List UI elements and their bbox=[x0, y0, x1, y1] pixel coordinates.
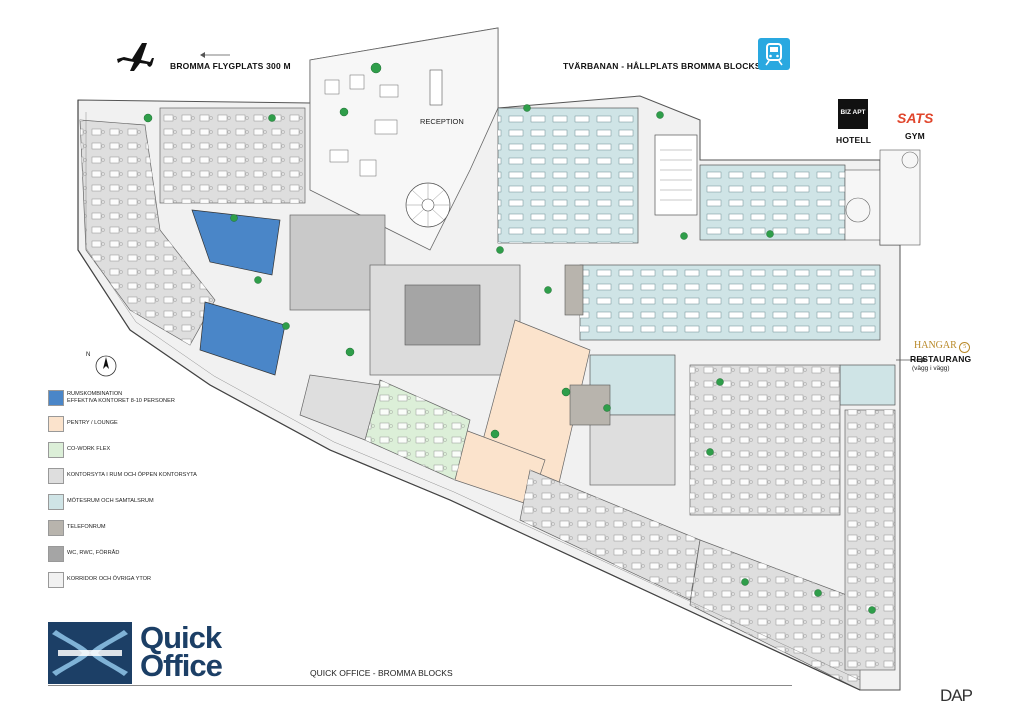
restaurant-logo: HANGAR 5 bbox=[914, 340, 971, 353]
legend-text: WC, RWC, FÖRRÅD bbox=[67, 550, 120, 556]
spiral-staircase bbox=[405, 182, 451, 228]
legend-swatch bbox=[48, 494, 64, 510]
legend-swatch bbox=[48, 468, 64, 484]
restaurant-logo-text: HANGAR bbox=[914, 340, 957, 351]
airport-label: BROMMA FLYGPLATS 300 M bbox=[170, 61, 291, 71]
room-combination-south bbox=[199, 301, 286, 376]
room-combination-north bbox=[191, 209, 281, 276]
tram-icon bbox=[758, 38, 790, 70]
direction-arrow-east bbox=[896, 351, 926, 363]
legend-swatch bbox=[48, 442, 64, 458]
hotel-logo: BIZ APT bbox=[838, 99, 868, 129]
legend-item: WC, RWC, FÖRRÅD bbox=[48, 546, 328, 562]
footer-divider bbox=[48, 685, 792, 686]
gym-logo: SATS bbox=[897, 110, 934, 126]
legend-text: PENTRY / LOUNGE bbox=[67, 420, 118, 426]
restaurant-logo-mark: 5 bbox=[959, 342, 971, 353]
legend-text: TELEFONRUM bbox=[67, 524, 106, 530]
tram-label: TVÄRBANAN - HÅLLPLATS BROMMA BLOCKS bbox=[563, 61, 761, 71]
legend-text: KONTORSYTA I RUM OCH ÖPPEN KONTORSYTA bbox=[67, 472, 197, 478]
legend-item: MÖTESRUM OCH SAMTALSRUM bbox=[48, 494, 328, 510]
airplane-icon bbox=[114, 37, 154, 78]
central-core bbox=[289, 214, 386, 311]
legend-text: CO-WORK FLEX bbox=[67, 446, 111, 452]
compass-label: N bbox=[86, 352, 91, 358]
restaurant-label: RESTAURANG bbox=[910, 354, 972, 364]
plan-title: QUICK OFFICE - BROMMA BLOCKS bbox=[310, 668, 453, 678]
legend-item: PENTRY / LOUNGE bbox=[48, 416, 328, 432]
legend-item: CO-WORK FLEX bbox=[48, 442, 328, 458]
brand-name-line2: Office bbox=[140, 648, 223, 683]
brand-name-line1: Quick bbox=[140, 620, 222, 655]
hotel-label: HOTELL bbox=[836, 135, 872, 145]
legend-swatch bbox=[48, 416, 64, 432]
gym-label: GYM bbox=[905, 131, 925, 141]
legend-item: TELEFONRUM bbox=[48, 520, 328, 536]
plants bbox=[143, 62, 876, 614]
restaurant-note: (vägg i vägg) bbox=[912, 365, 950, 372]
direction-arrow-west bbox=[200, 46, 230, 58]
architect-logo: DAP bbox=[940, 686, 973, 705]
phone-rooms bbox=[569, 384, 611, 426]
reception-label: RECEPTION bbox=[420, 117, 464, 126]
legend-item: KORRIDOR OCH ÖVRIGA YTOR bbox=[48, 572, 328, 588]
quick-office-logo-mark bbox=[48, 622, 132, 684]
stair-core bbox=[654, 134, 698, 216]
legend-item: KONTORSYTA I RUM OCH ÖPPEN KONTORSYTA bbox=[48, 468, 328, 484]
hotel-logo-text: BIZ APT bbox=[840, 109, 866, 116]
legend-swatch bbox=[48, 572, 64, 588]
legend-swatch bbox=[48, 520, 64, 536]
legend-text: KORRIDOR OCH ÖVRIGA YTOR bbox=[67, 576, 152, 582]
legend-swatch bbox=[48, 546, 64, 562]
legend-text: MÖTESRUM OCH SAMTALSRUM bbox=[67, 498, 154, 504]
legend-swatch bbox=[48, 390, 64, 406]
compass-icon bbox=[94, 354, 118, 383]
